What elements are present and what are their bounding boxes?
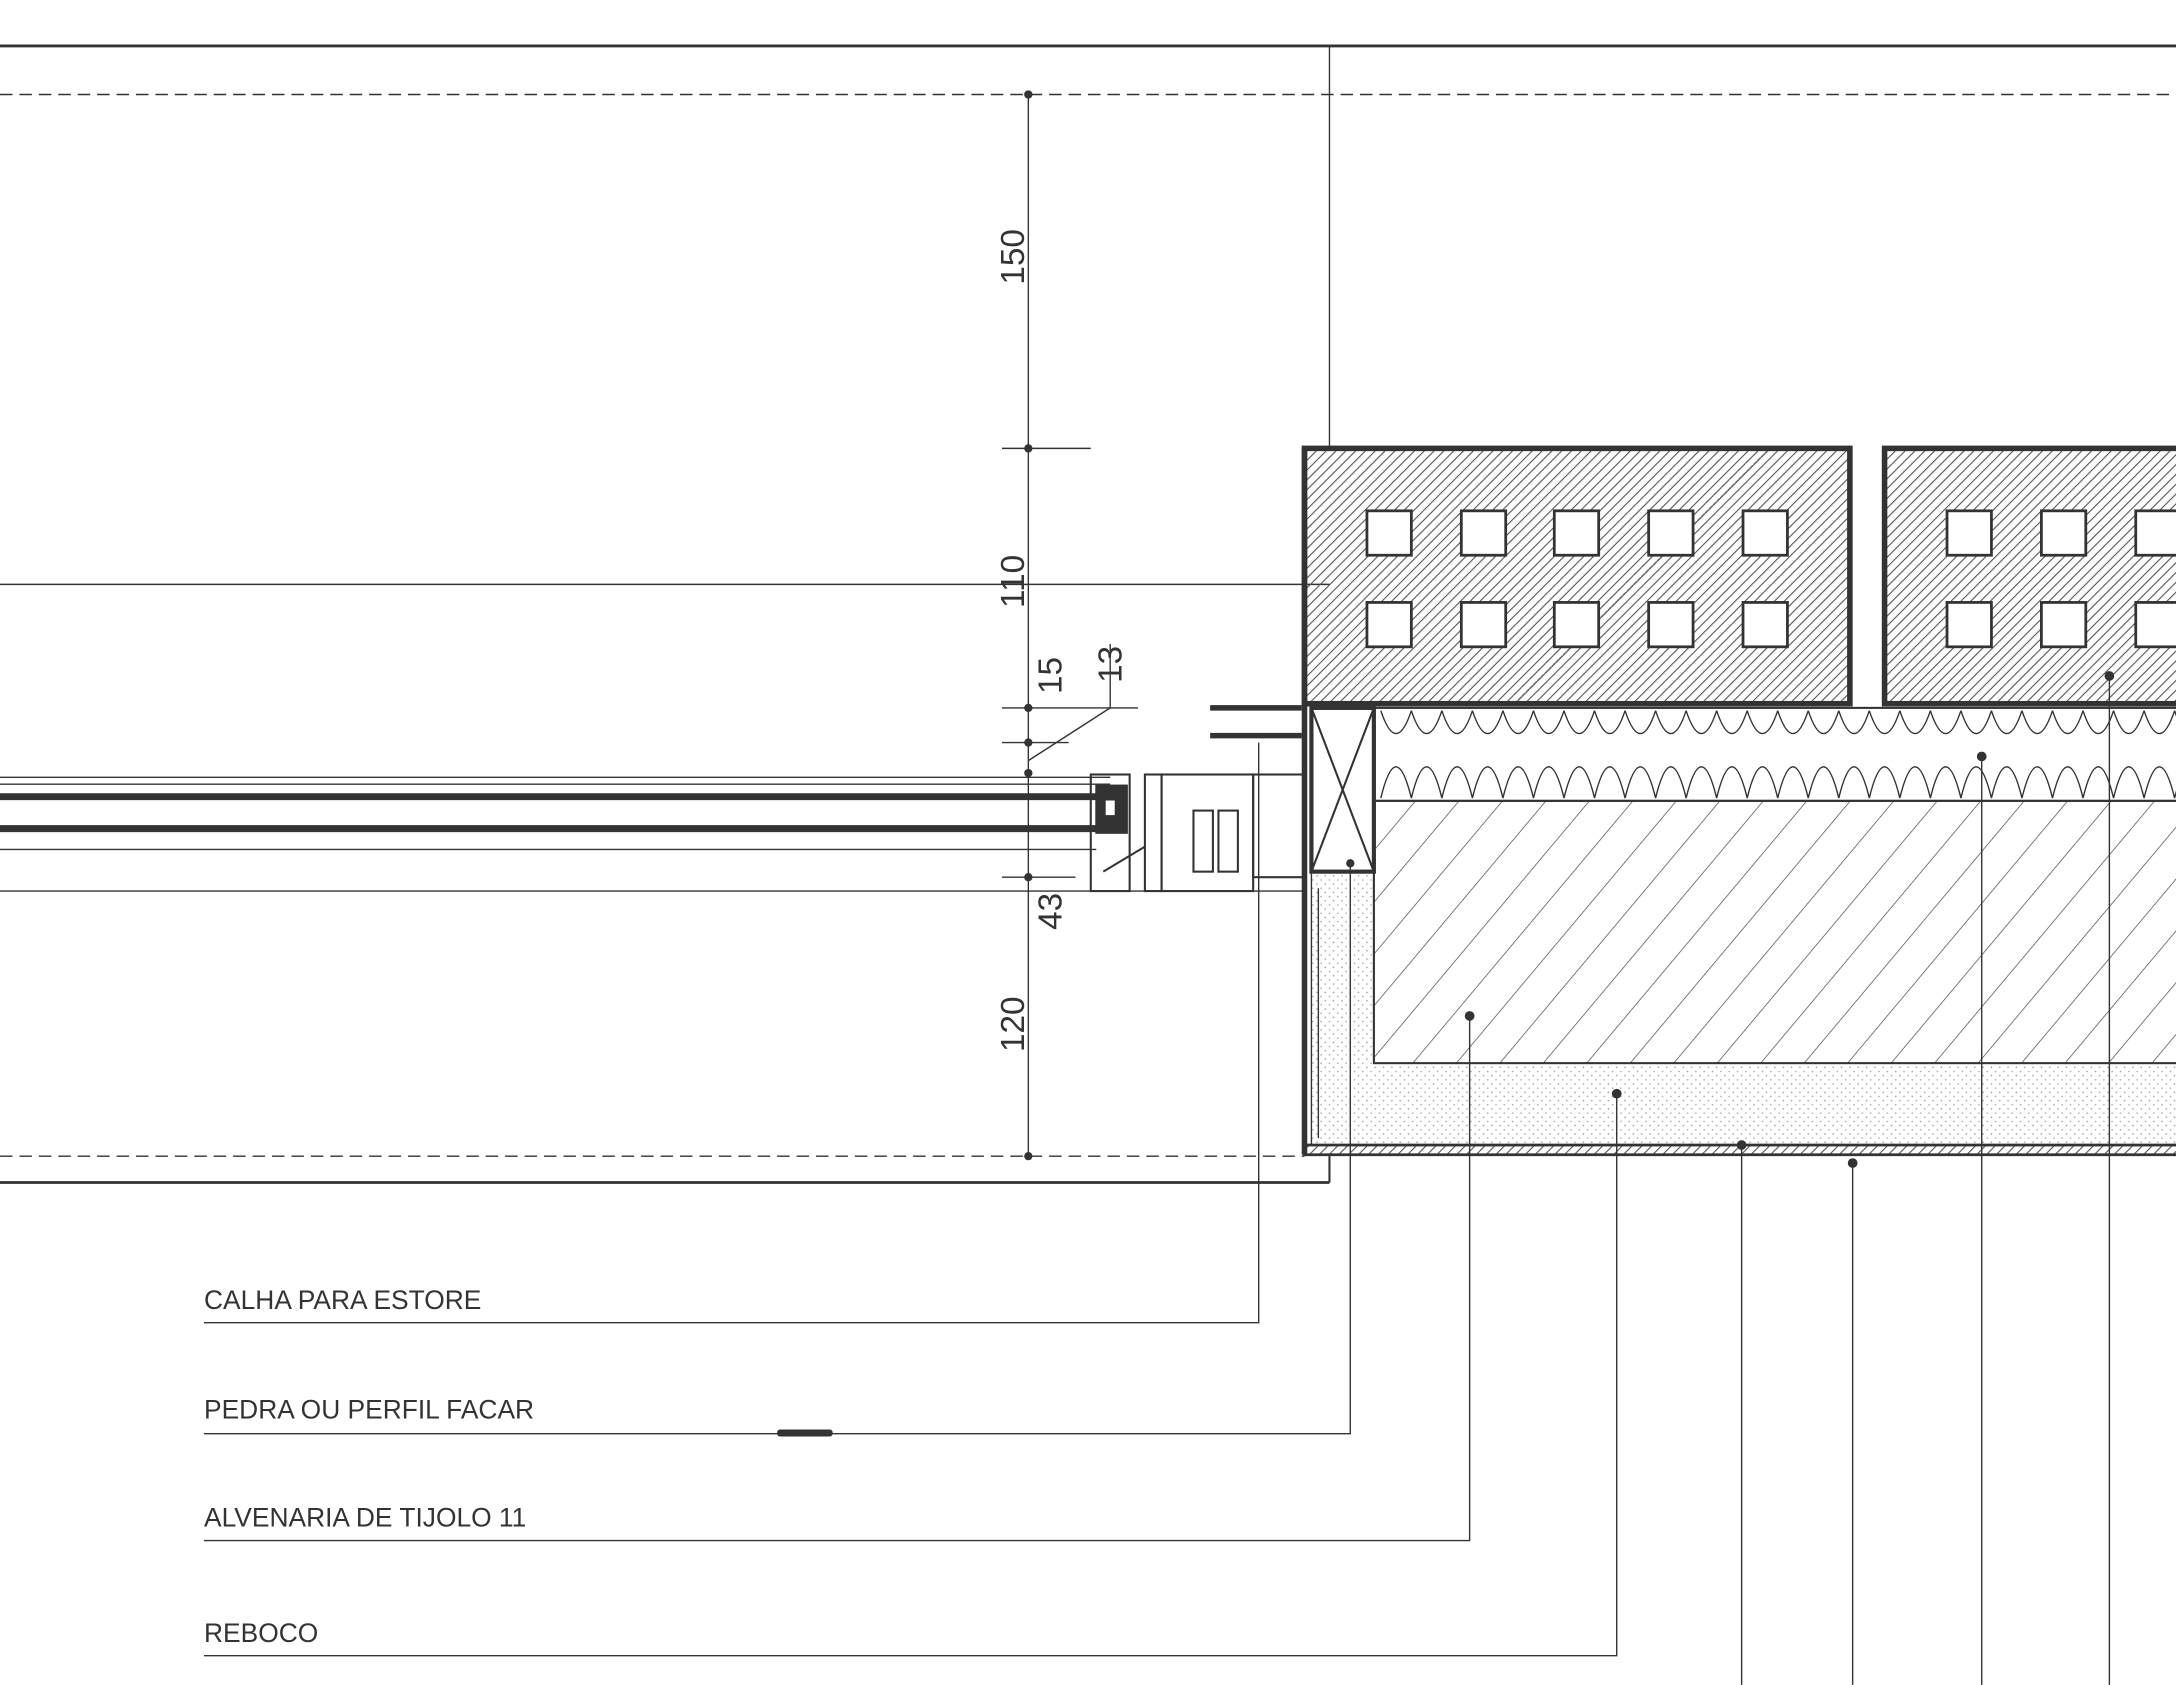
brick-block-2 (1881, 445, 2176, 707)
label-alvenaria-de-tijolo: ALVENARIA DE TIJOLO 11 (204, 1503, 526, 1533)
insulation-loops (1380, 710, 2176, 799)
dimension-120: 120 (995, 996, 1032, 1052)
dimension-150: 150 (995, 229, 1032, 285)
leader-lines (204, 675, 2111, 1685)
label-calha-para-estore: CALHA PARA ESTORE (204, 1285, 481, 1315)
dimension-110: 110 (995, 555, 1032, 608)
dimension-13: 13 (1092, 646, 1129, 683)
dimension-15: 15 (1033, 657, 1070, 694)
stone-sill-box (1309, 705, 1376, 874)
window-frame-profile (1089, 773, 1306, 893)
brick-holes (1365, 509, 2176, 649)
blind-rail (1210, 705, 1302, 739)
label-reboco: REBOCO (204, 1618, 318, 1648)
brick-block-1 (1301, 445, 1853, 707)
dimension-43: 43 (1033, 893, 1070, 930)
masonry-hatched-layer (1372, 799, 2176, 1065)
label-pedra-ou-perfil-facar: PEDRA OU PERFIL FACAR (204, 1394, 534, 1424)
